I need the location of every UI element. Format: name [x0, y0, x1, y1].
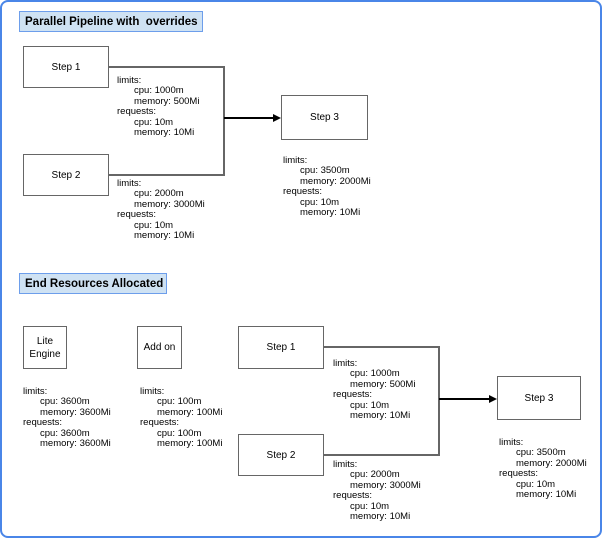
connector-line [324, 346, 439, 348]
annotation-add-on-resources: limits: cpu: 100m memory: 100Mi requests… [140, 386, 223, 450]
annotation-step-2-end-resources: limits: cpu: 2000m memory: 3000Mi reques… [333, 459, 421, 523]
section-title-parallel-pipeline: Parallel Pipeline with overrides [19, 11, 203, 32]
section-title-end-resources: End Resources Allocated [19, 273, 167, 294]
annotation-step-2-resources: limits: cpu: 2000m memory: 3000Mi reques… [117, 178, 205, 242]
node-step-3-end: Step 3 [497, 376, 581, 420]
annotation-step-3-end-resources: limits: cpu: 3500m memory: 2000Mi reques… [499, 437, 587, 501]
connector-arrow-line [439, 398, 490, 400]
annotation-lite-engine-resources: limits: cpu: 3600m memory: 3600Mi reques… [23, 386, 111, 450]
node-step-2: Step 2 [23, 154, 109, 196]
connector-line [109, 66, 224, 68]
node-step-1-end: Step 1 [238, 326, 324, 369]
connector-line [109, 174, 224, 176]
node-step-1: Step 1 [23, 46, 109, 88]
node-add-on: Add on [137, 326, 182, 369]
connector-line [324, 454, 439, 456]
connector-line [438, 346, 440, 456]
annotation-step-1-resources: limits: cpu: 1000m memory: 500Mi request… [117, 75, 200, 139]
connector-arrow-line [224, 117, 274, 119]
annotation-step-1-end-resources: limits: cpu: 1000m memory: 500Mi request… [333, 358, 416, 422]
arrow-head [273, 113, 281, 122]
node-step-2-end: Step 2 [238, 434, 324, 476]
arrow-head [489, 394, 497, 403]
node-lite-engine: Lite Engine [23, 326, 67, 369]
connector-line [223, 66, 225, 176]
node-step-3: Step 3 [281, 95, 368, 140]
annotation-step-3-resources: limits: cpu: 3500m memory: 2000Mi reques… [283, 155, 371, 219]
